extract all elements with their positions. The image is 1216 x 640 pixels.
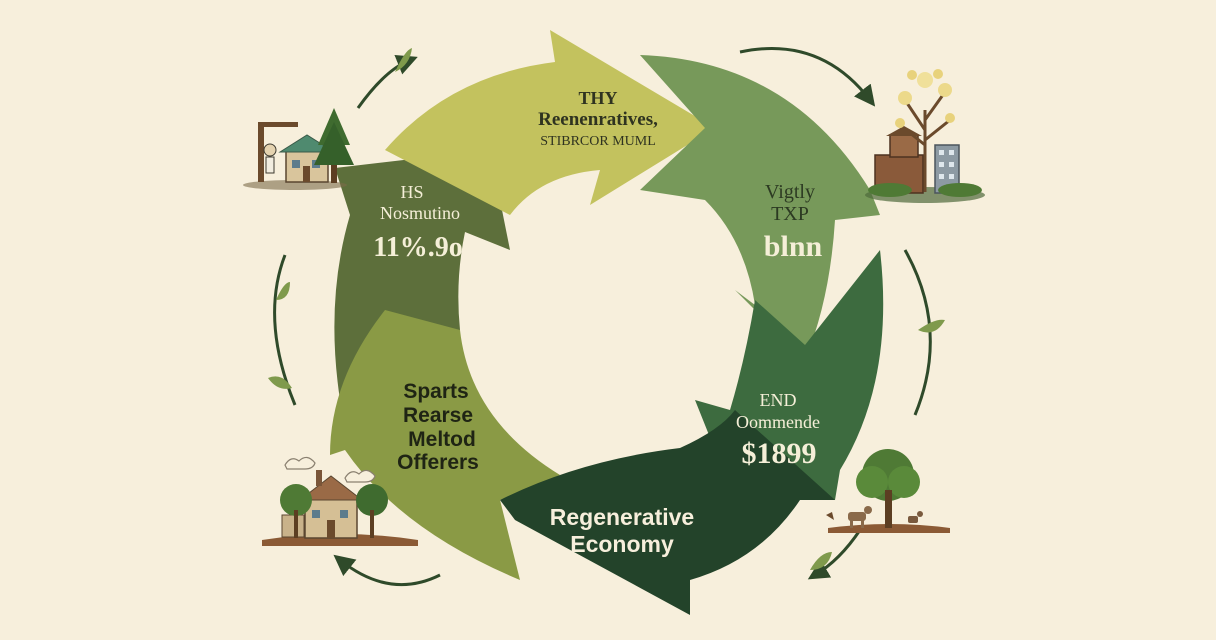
- segment-top: [385, 30, 715, 215]
- outer-arrow-bottom-left: [333, 554, 441, 587]
- segment-left-label: Sparts Rearse Meltod Offerers: [397, 380, 479, 474]
- left-label-line4: Offerers: [397, 451, 479, 474]
- house-with-pine-tree-icon: [243, 108, 354, 190]
- leaf-icon: [810, 552, 832, 570]
- segment-left: [330, 310, 560, 580]
- segment-right: [640, 55, 880, 360]
- left-label-line3: Meltod: [408, 428, 476, 451]
- right-label-line3: blnn: [764, 230, 823, 263]
- leaf-icon: [276, 282, 290, 300]
- segment-top-label: THY Reenenratives, STIBRCOR MUML: [538, 88, 658, 149]
- outer-arrow-top-right: [739, 47, 876, 107]
- outer-arrow-bottom-right: [807, 529, 862, 580]
- leaf-icon: [268, 376, 292, 389]
- top-label-line3: STIBRCOR MUML: [540, 134, 656, 149]
- upper-left-label-line3: 11%.9o: [373, 232, 462, 263]
- segment-bottom: [500, 410, 835, 615]
- lower-right-label-line1: END: [760, 390, 797, 410]
- leaf-icon: [918, 319, 945, 333]
- left-label-line1: Sparts: [403, 380, 468, 403]
- barn-and-blossom-tree-icon: [865, 69, 985, 203]
- upper-left-label-line2: Nosmutino: [380, 203, 460, 223]
- leaf-icon: [395, 48, 412, 72]
- bottom-label-line1: Regenerative: [550, 504, 694, 530]
- segment-upper-left-label: HS Nosmutino 11%.9o: [373, 182, 462, 263]
- lower-right-label-line2: Oommende: [736, 412, 820, 432]
- right-label-line1: Vigtly: [765, 181, 815, 203]
- top-label-line2: Reenenratives,: [538, 109, 658, 130]
- segment-lower-right-label: END Oommende $1899: [736, 390, 820, 470]
- top-label-line1: THY: [578, 88, 617, 108]
- left-label-line2: Rearse: [403, 404, 473, 427]
- segment-bottom-label: Regenerative Economy: [550, 504, 694, 557]
- cottage-with-trees-icon: [262, 456, 418, 546]
- segment-right-label: Vigtly TXP blnn: [764, 181, 823, 263]
- right-label-line2: TXP: [771, 203, 809, 225]
- tree-with-animals-icon: [826, 449, 950, 533]
- outer-arrow-right: [903, 249, 932, 416]
- upper-left-label-line1: HS: [400, 182, 423, 202]
- bottom-label-line2: Economy: [570, 531, 674, 557]
- lower-right-label-line3: $1899: [742, 437, 817, 470]
